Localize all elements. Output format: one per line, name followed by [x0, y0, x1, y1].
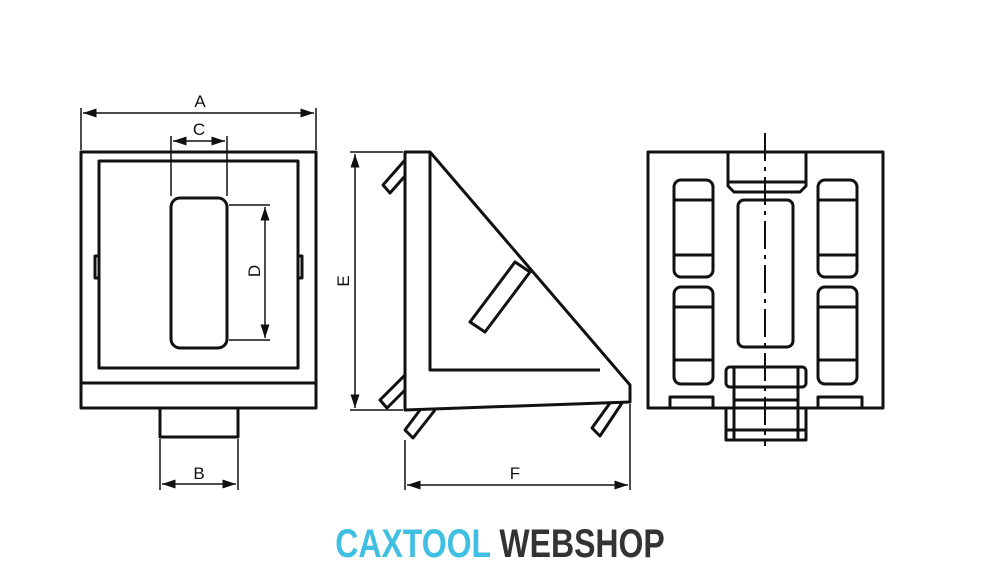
logo-part-webshop: WEBSHOP — [499, 522, 665, 566]
top-view — [646, 133, 885, 446]
dim-label-f: F — [510, 464, 520, 483]
logo-part-caxtool: CAXTOOL — [335, 522, 491, 566]
caxtool-webshop-logo: CAXTOOL WEBSHOP — [100, 522, 900, 567]
dim-label-b: B — [193, 464, 204, 483]
dim-label-c: C — [193, 120, 205, 139]
dim-label-a: A — [194, 92, 206, 111]
front-view: A C D B — [79, 92, 318, 490]
dim-label-d: D — [245, 265, 264, 277]
dim-label-e: E — [334, 275, 353, 286]
side-view: E F — [334, 150, 632, 490]
